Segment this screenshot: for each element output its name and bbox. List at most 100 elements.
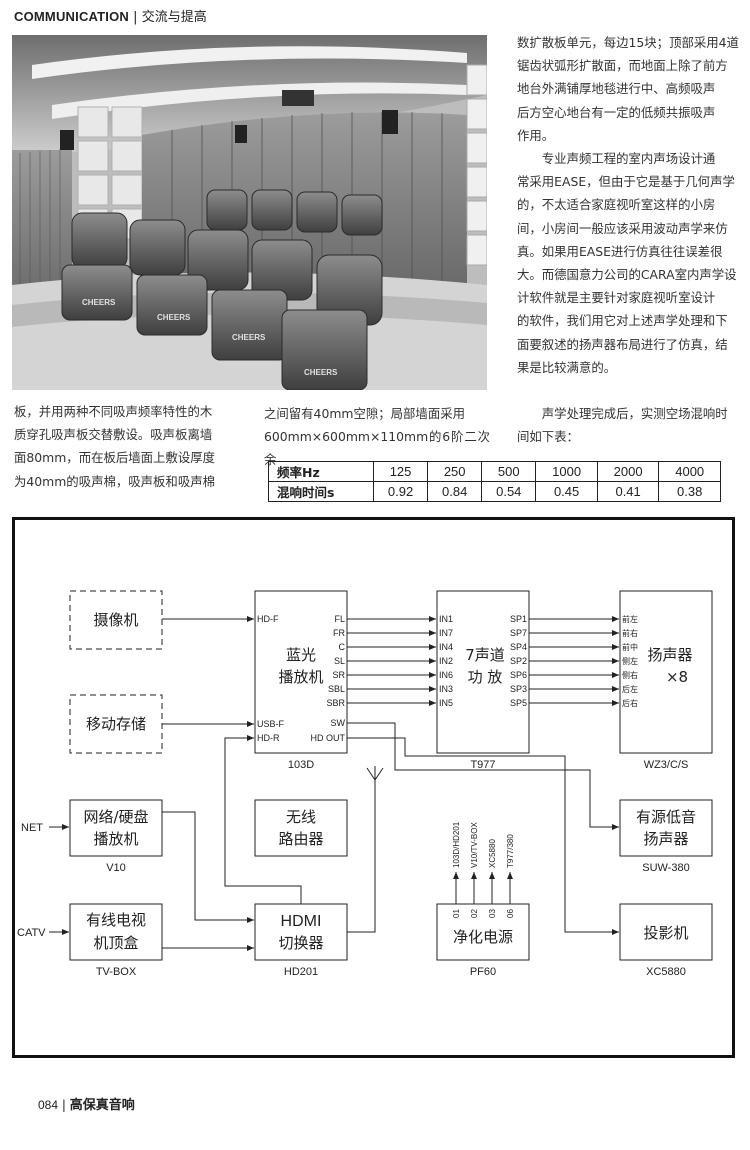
section-header: COMMUNICATION | 交流与提高 [14,6,207,25]
outlet-number: 02 [470,909,479,918]
speaker-position-label: 侧右 [622,670,638,680]
theater-illustration: CHEERS CHEERS CHEERS CHEERS [12,35,487,390]
text-line: 地台外满铺厚地毯进行中、高频吸声 [517,81,716,97]
port-label: FR [333,628,345,638]
speaker-count: ×8 [666,668,688,686]
text-line: 数扩散板单元，每边15块；顶部采用4道 [517,35,739,50]
text-line: 常采用EASE，但由于它是基于几何声学 [517,174,735,190]
catv-input-label: CATV [17,927,46,939]
storage-label: 移动存储 [86,715,146,733]
net-player-label: 网络/硬盘 [83,808,148,826]
router-link [347,780,376,933]
power-box [436,903,530,961]
model-label: XC5880 [646,966,686,978]
speaker-position-label: 后左 [622,684,638,694]
model-label: WZ3/C/S [644,759,689,771]
port-label: SP1 [510,614,527,624]
speaker-position-label: 前中 [622,642,638,652]
model-label: T977 [470,759,495,771]
sub-label: 扬声器 [643,830,688,848]
port-label: USB-F [257,719,285,729]
port-label: FL [334,614,345,624]
port-label: SW [331,718,346,728]
sw-link [347,722,619,830]
text-line: 为40mm的吸声棉，吸声板和吸声棉 [14,473,215,489]
wiring-diagram: 摄像机 移动存储 蓝光 播放机 7声道 功 放 扬声器 ×8 无线 路由器 网络… [17,590,713,978]
text-line: 面要叙述的扬声器布局进行了仿真，结 [517,336,728,352]
amp-box [436,590,530,754]
port-label: SP5 [510,698,527,708]
text-line: 专业声频工程的室内声场设计通 [541,151,716,167]
stb-label: 有线电视 [86,911,146,929]
outlet-device: T977/380 [506,834,515,868]
text-line: 间，小房间一般应该采用波动声学来仿 [517,220,728,236]
net-input-label: NET [21,822,43,834]
port-label: SL [334,656,345,666]
amp-label: 功 放 [468,668,503,686]
text-line: 果是比较满意的。 [517,359,617,375]
model-label: 103D [288,759,314,771]
port-label: IN6 [439,670,453,680]
reverb-time-table: 频率Hz 125 250 500 1000 2000 4000 混响时间s 0.… [268,461,721,502]
port-label: SP7 [510,628,527,638]
seat-logo: CHEERS [157,313,191,322]
text-line: 计软件就是主要针对家庭视听室设计 [517,290,716,306]
net-player-label: 播放机 [93,830,138,848]
table-cell: 0.92 [372,481,429,502]
text-line: 真。如果用EASE进行仿真往往误差很 [517,243,723,259]
section-subtitle: 交流与提高 [141,10,207,25]
seat-logo: CHEERS [82,298,116,307]
model-label: V10 [106,862,126,874]
table-cell: 1000 [535,461,598,482]
table-cell: 0.38 [658,481,721,502]
text-line: 大。而德国意力公司的CARA室内声学设 [517,267,737,283]
router-label: 路由器 [278,830,323,848]
table-cell: 500 [481,461,537,482]
outlet-number: 03 [488,909,497,918]
net-player-link [162,811,254,923]
hdmi-label: 切换器 [278,934,323,952]
text-line: 作用。 [517,127,555,143]
router-box [254,799,348,857]
port-label: SP6 [510,670,527,680]
table-cell: 0.54 [481,481,537,502]
bluray-label: 蓝光 [286,646,316,664]
page-number: 084 [38,1098,59,1112]
port-label: SBR [326,698,345,708]
model-label: SUW-380 [642,862,689,874]
port-label: SR [332,670,345,680]
net-player-box [69,799,163,857]
home-theater-photo: CHEERS CHEERS CHEERS CHEERS [12,35,487,390]
page-footer: 084 | 高保真音响 [38,1094,135,1113]
freq-header: 频率Hz [268,461,374,482]
speaker-links [529,616,619,706]
port-label: C [339,642,346,652]
port-label: SP3 [510,684,527,694]
table-cell: 125 [372,461,429,482]
outlet-device: V10/TV-BOX [470,822,479,868]
table-cell: 250 [427,461,483,482]
table-cell: 0.41 [596,481,660,502]
seat-logo: CHEERS [304,368,338,377]
camera-label: 摄像机 [93,611,138,629]
speaker-position-label: 前左 [622,614,638,624]
port-label: IN5 [439,698,453,708]
table-row: 频率Hz 125 250 500 1000 2000 4000 [268,461,721,482]
model-label: PF60 [470,966,496,978]
table-cell: 4000 [658,461,721,482]
projector-label: 投影机 [643,924,688,942]
power-label: 净化电源 [453,928,513,946]
middle-column-text: 之间留有40mm空隙；局部墙面采用 600mm×600mm×110mm的6阶二次… [264,402,490,472]
left-column-text: 板，并用两种不同吸声频率特性的木 质穿孔吸声板交替敷设。吸声板离墙 面80mm，… [14,400,244,493]
magazine-name: 高保真音响 [69,1098,135,1113]
port-label: SP2 [510,656,527,666]
camera-box [69,590,163,650]
antenna-icon [366,766,384,781]
text-line: 锯齿状弧形扩散面，而地面上除了前方 [517,58,728,74]
port-label: IN7 [439,628,453,638]
channel-links [347,616,436,706]
header-separator: | [133,10,138,25]
text-line: 声学处理完成后，实测空场混响时 [541,406,728,421]
outlet-number: 06 [506,909,515,918]
hdmi-label: HDMI [281,913,322,930]
